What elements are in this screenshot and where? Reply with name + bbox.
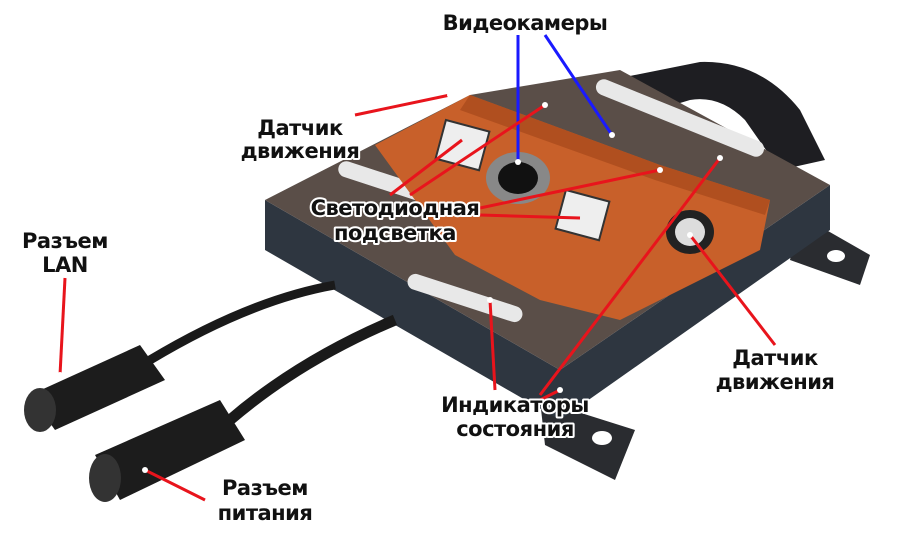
- label-motion-sensor-right-1: Датчик: [732, 346, 818, 370]
- label-status-indicators-1: Индикаторы: [441, 393, 589, 417]
- device-handle: [610, 61, 825, 170]
- lan-cable: [147, 280, 336, 364]
- label-motion-sensor-left-2: движения: [241, 139, 360, 163]
- pointer-lines-blue: [516, 34, 614, 162]
- device-body-side: [265, 185, 830, 420]
- label-power-connector-1: Разъем: [222, 476, 308, 500]
- label-lan-connector-1: Разъем: [22, 229, 108, 253]
- label-power-connector-2: питания: [218, 501, 313, 525]
- lan-connector: [30, 345, 165, 430]
- led-panel-right: [554, 188, 611, 242]
- label-motion-sensor-left-1: Датчик: [257, 116, 343, 140]
- pointer-lines-red: [58, 93, 777, 502]
- label-cameras: Видеокамеры: [443, 11, 608, 35]
- power-cable: [226, 314, 398, 425]
- label-lan-connector-2: LAN: [42, 253, 88, 277]
- label-led-lighting-2: подсветка: [334, 221, 456, 245]
- mounting-tab-bottom: [540, 400, 635, 480]
- label-status-indicators-2: состояния: [456, 417, 574, 441]
- label-led-lighting-1: Светодиодная: [311, 196, 480, 220]
- power-connector: [95, 400, 245, 500]
- label-motion-sensor-right-2: движения: [716, 370, 835, 394]
